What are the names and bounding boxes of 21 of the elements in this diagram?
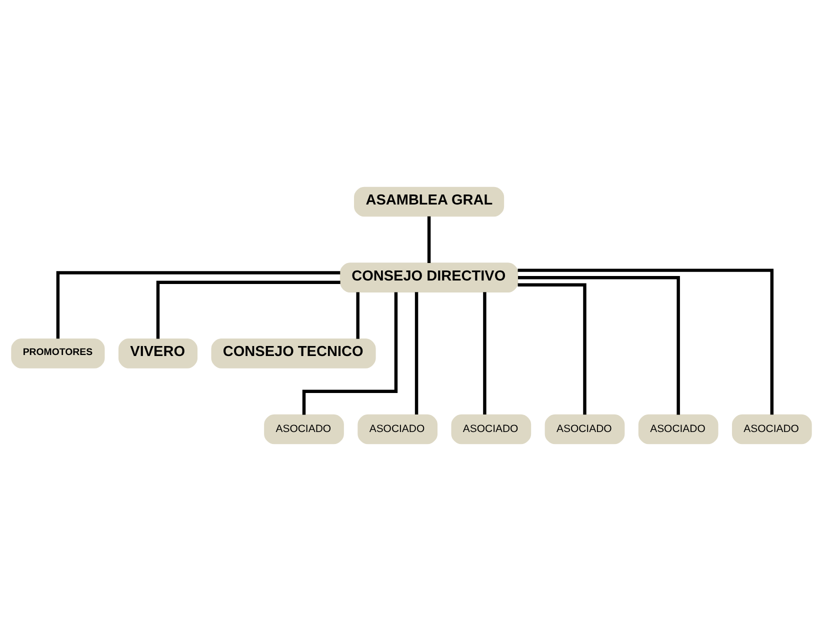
connector (518, 268, 774, 415)
connector (414, 292, 418, 415)
node-box: ASOCIADO (732, 414, 812, 444)
connector (302, 292, 398, 415)
connector (483, 292, 486, 415)
node-box: ASOCIADO (638, 414, 718, 444)
node-box: VIVERO (118, 338, 198, 368)
connector (518, 283, 586, 415)
node-box: ASOCIADO (544, 414, 625, 444)
connector (156, 280, 340, 339)
connector (427, 216, 431, 263)
node-box: ASOCIADO (358, 414, 438, 444)
node-box: ASAMBLEA GRAL (354, 186, 504, 217)
node-box: ASOCIADO (264, 414, 344, 444)
node-box: ASOCIADO (451, 414, 532, 444)
connector (56, 271, 340, 339)
node-box: PROMOTORES (11, 338, 105, 368)
node-box: CONSEJO DIRECTIVO (340, 262, 518, 292)
connector (356, 292, 360, 339)
connector (518, 276, 680, 415)
node-box: CONSEJO TECNICO (211, 338, 376, 368)
